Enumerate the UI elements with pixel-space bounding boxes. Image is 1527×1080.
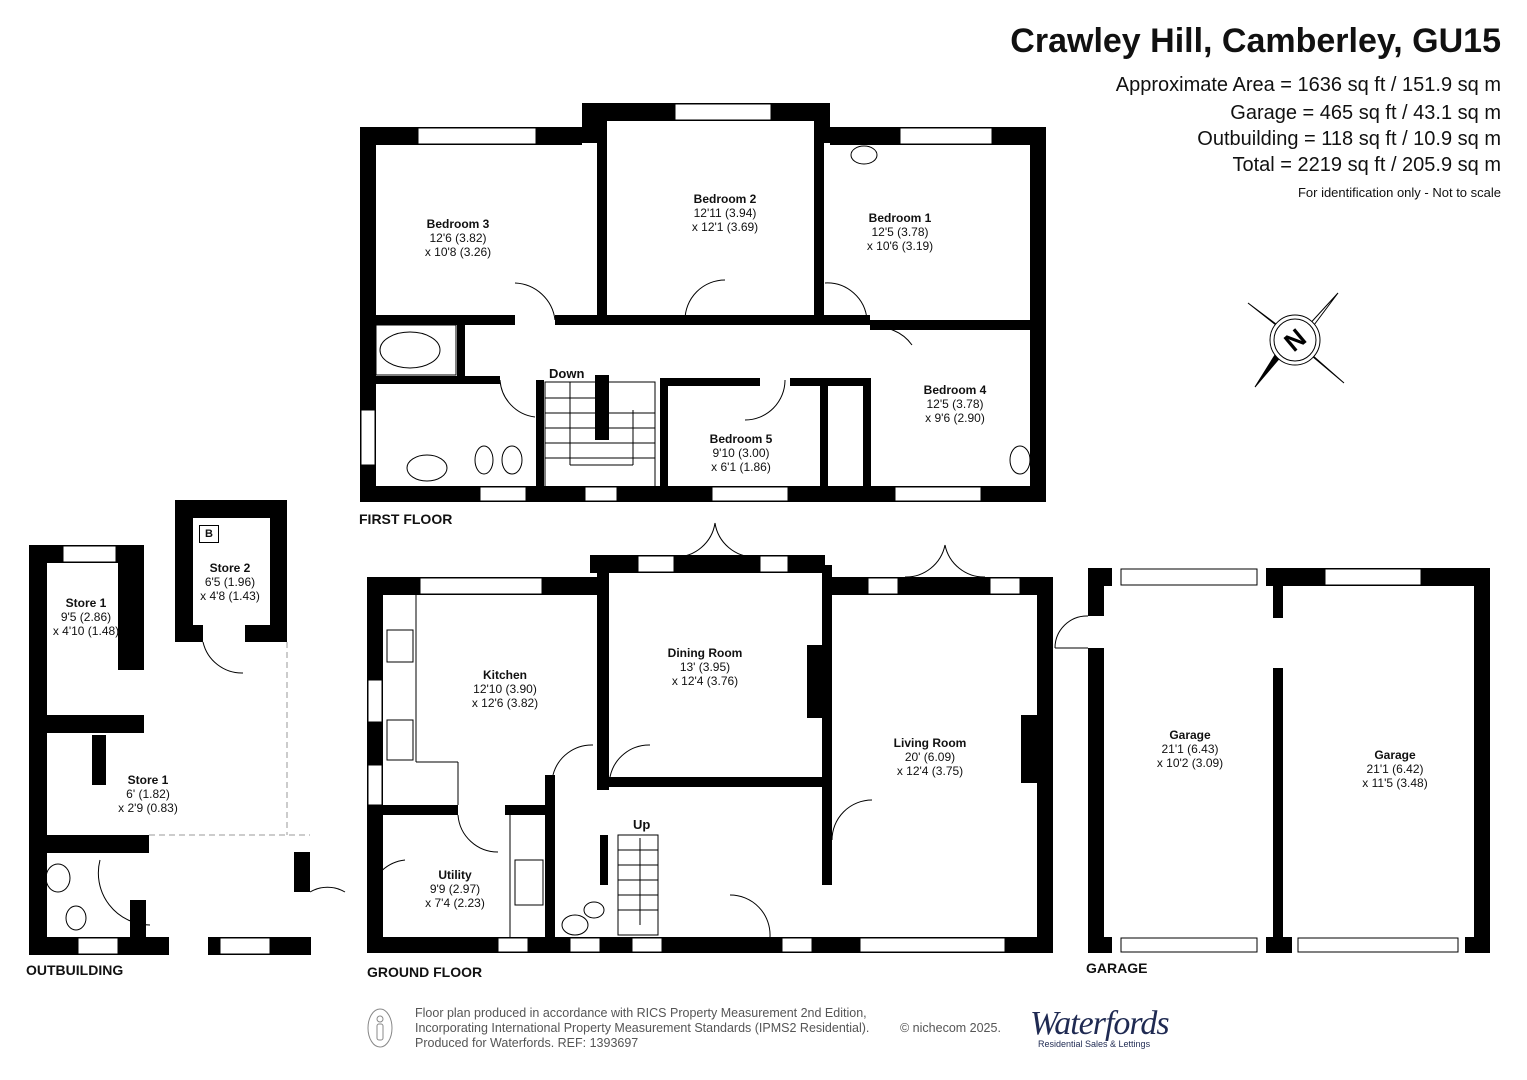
room-dimension: 12'6 (3.82): [429, 231, 487, 245]
room-dimension: x 10'8 (3.26): [424, 245, 492, 259]
outbuilding-label: OUTBUILDING: [26, 962, 124, 978]
room-name: Garage: [1169, 728, 1211, 742]
room-utility: Utility 9'9 (2.97) x 7'4 (2.23): [395, 868, 515, 910]
room-dimension: 12'11 (3.94): [693, 206, 757, 220]
north-compass-icon: N: [1240, 285, 1350, 395]
stairs-down-label: Down: [549, 366, 585, 381]
room-dimension: x 12'1 (3.69): [691, 220, 759, 234]
room-bedroom-2: Bedroom 2 12'11 (3.94) x 12'1 (3.69): [665, 192, 785, 234]
room-dimension: 20' (6.09): [904, 750, 956, 764]
room-store-2: Store 2 6'5 (1.96) x 4'8 (1.43): [185, 561, 275, 603]
approximate-area: Approximate Area = 1636 sq ft / 151.9 sq…: [1115, 74, 1501, 96]
room-name: Dining Room: [667, 646, 743, 660]
room-name: Store 1: [127, 773, 169, 787]
room-bedroom-3: Bedroom 3 12'6 (3.82) x 10'8 (3.26): [398, 217, 518, 259]
room-name: Bedroom 1: [868, 211, 932, 225]
disclaimer-line: Incorporating International Property Mea…: [415, 1021, 870, 1035]
room-dimension: 21'1 (6.42): [1366, 762, 1424, 776]
room-dimension: x 12'6 (3.82): [471, 696, 539, 710]
room-dimension: x 4'10 (1.48): [52, 624, 120, 638]
measurement-disclaimer: Floor plan produced in accordance with R…: [415, 1006, 869, 1051]
room-dimension: x 10'2 (3.09): [1156, 756, 1224, 770]
room-garage-right: Garage 21'1 (6.42) x 11'5 (3.48): [1335, 748, 1455, 790]
room-bedroom-4: Bedroom 4 12'5 (3.78) x 9'6 (2.90): [895, 383, 1015, 425]
boiler-marker: B: [199, 525, 219, 543]
room-dimension: x 4'8 (1.43): [200, 589, 260, 603]
total-area: Total = 2219 sq ft / 205.9 sq m: [1232, 154, 1502, 176]
logo-tagline: Residential Sales & Lettings: [1038, 1039, 1151, 1049]
room-store-1-lower: Store 1 6' (1.82) x 2'9 (0.83): [103, 773, 193, 815]
copyright-text: © nichecom 2025.: [900, 1021, 1001, 1035]
scale-disclaimer: For identification only - Not to scale: [1297, 185, 1501, 200]
room-dimension: 12'5 (3.78): [871, 225, 929, 239]
room-name: Store 1: [65, 596, 107, 610]
room-dimension: 6'5 (1.96): [204, 575, 256, 589]
room-name: Garage: [1374, 748, 1416, 762]
room-name: Bedroom 3: [426, 217, 490, 231]
room-dimension: x 10'6 (3.19): [866, 239, 934, 253]
disclaimer-line: Floor plan produced in accordance with R…: [415, 1006, 867, 1020]
room-name: Store 2: [209, 561, 251, 575]
room-name: Bedroom 4: [923, 383, 987, 397]
room-bedroom-1: Bedroom 1 12'5 (3.78) x 10'6 (3.19): [840, 211, 960, 253]
room-garage-left: Garage 21'1 (6.43) x 10'2 (3.09): [1130, 728, 1250, 770]
room-dimension: x 2'9 (0.83): [118, 801, 178, 815]
room-dimension: x 12'4 (3.75): [896, 764, 964, 778]
plan-title: Crawley Hill, Camberley, GU15: [1010, 22, 1501, 60]
room-dimension: x 12'4 (3.76): [671, 674, 739, 688]
stairs-up-label: Up: [633, 817, 651, 832]
room-living-room: Living Room 20' (6.09) x 12'4 (3.75): [870, 736, 990, 778]
room-dimension: 9'5 (2.86): [60, 610, 112, 624]
room-dimension: x 6'1 (1.86): [711, 460, 771, 474]
room-dimension: x 11'5 (3.48): [1362, 776, 1428, 790]
room-dimension: x 9'6 (2.90): [925, 411, 985, 425]
room-dimension: 13' (3.95): [679, 660, 731, 674]
room-bedroom-5: Bedroom 5 9'10 (3.00) x 6'1 (1.86): [681, 432, 801, 474]
room-kitchen: Kitchen 12'10 (3.90) x 12'6 (3.82): [445, 668, 565, 710]
garage-area: Garage = 465 sq ft / 43.1 sq m: [1230, 102, 1501, 124]
disclaimer-line: Produced for Waterfords. REF: 1393697: [415, 1036, 639, 1050]
room-dining-room: Dining Room 13' (3.95) x 12'4 (3.76): [645, 646, 765, 688]
room-store-1-upper: Store 1 9'5 (2.86) x 4'10 (1.48): [41, 596, 131, 638]
room-dimension: 9'9 (2.97): [429, 882, 481, 896]
room-name: Utility: [438, 868, 472, 882]
room-dimension: x 7'4 (2.23): [425, 896, 485, 910]
room-dimension: 21'1 (6.43): [1161, 742, 1219, 756]
room-name: Bedroom 2: [693, 192, 757, 206]
room-dimension: 6' (1.82): [126, 787, 170, 801]
room-name: Living Room: [893, 736, 967, 750]
ground-floor-label: GROUND FLOOR: [367, 964, 483, 980]
first-floor-label: FIRST FLOOR: [359, 511, 453, 527]
room-dimension: 12'5 (3.78): [926, 397, 984, 411]
room-name: Bedroom 5: [709, 432, 773, 446]
person-icon: [367, 1008, 393, 1048]
room-name: Kitchen: [482, 668, 527, 682]
agent-logo: Waterfords Residential Sales & Lettings: [1030, 1005, 1200, 1060]
room-dimension: 9'10 (3.00): [712, 446, 770, 460]
outbuilding-area: Outbuilding = 118 sq ft / 10.9 sq m: [1197, 128, 1501, 150]
room-dimension: 12'10 (3.90): [473, 682, 537, 696]
garage-label: GARAGE: [1086, 960, 1148, 976]
logo-name: Waterfords: [1030, 1005, 1170, 1042]
